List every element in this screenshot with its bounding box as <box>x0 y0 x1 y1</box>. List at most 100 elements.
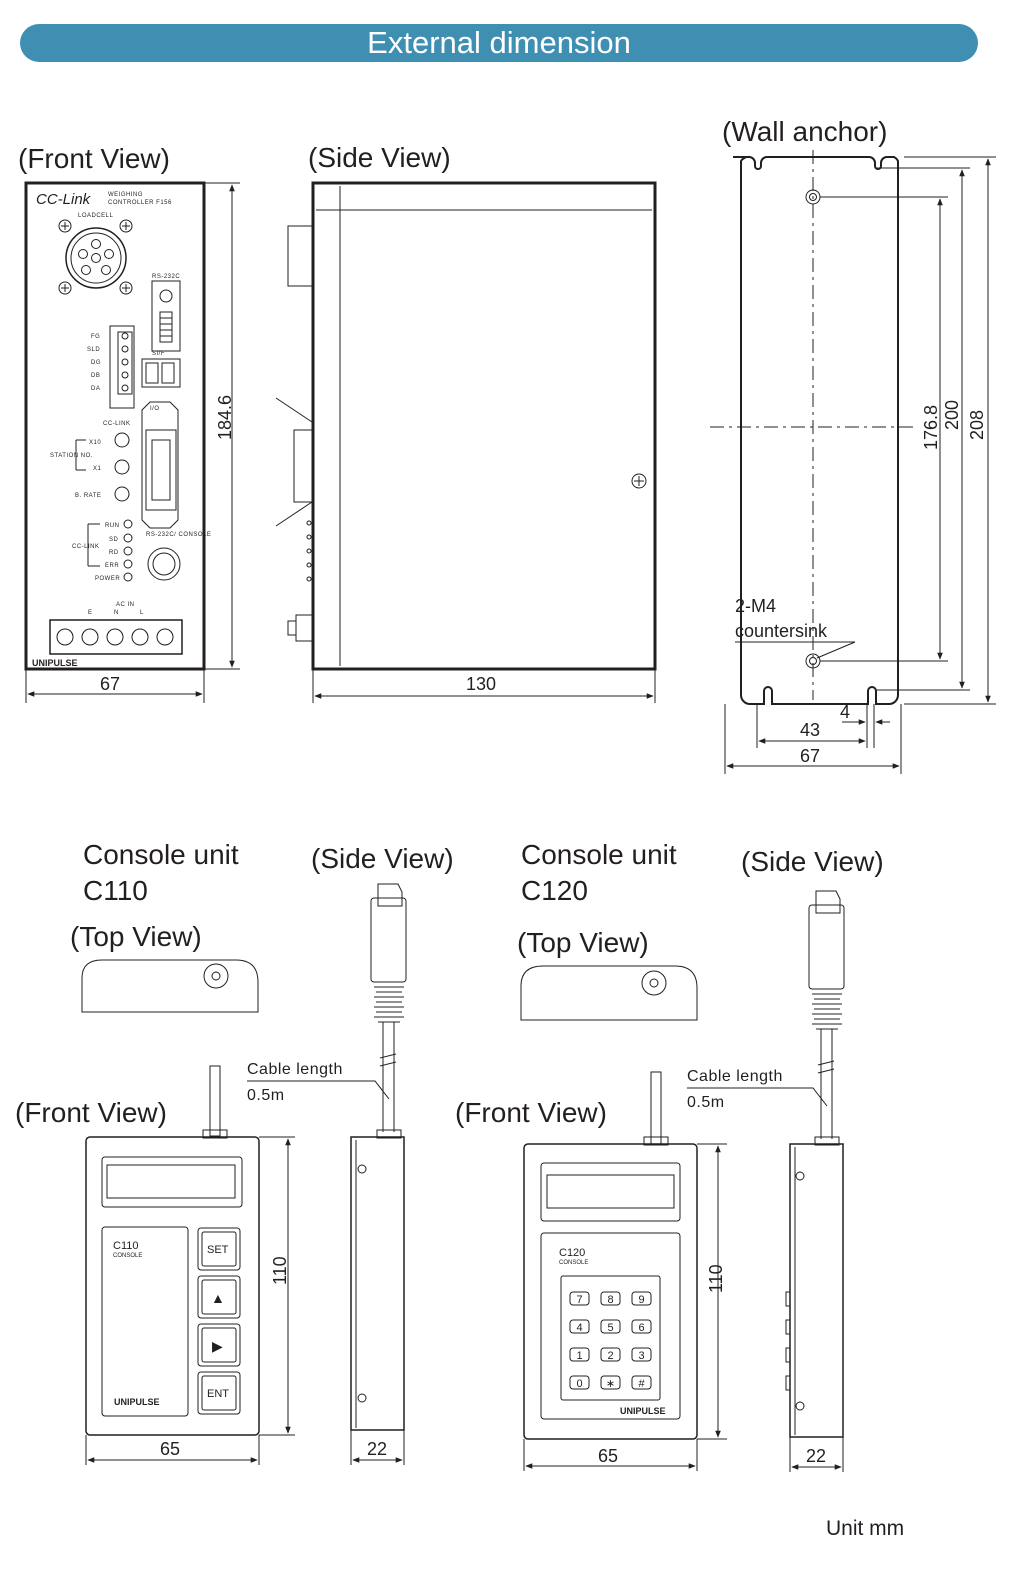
page-title: External dimension <box>367 25 631 60</box>
screw-note-1: 2-M4 <box>735 596 776 616</box>
c120-key-label: ∗ <box>606 1378 615 1390</box>
c110-dim-depth: 22 <box>367 1439 387 1459</box>
ac-in-label: AC IN <box>116 602 135 608</box>
c110-dim-height: 110 <box>270 1256 290 1285</box>
c110-brand: UNIPULSE <box>114 1397 160 1407</box>
c120-side-view <box>785 890 845 1438</box>
c120-key-label: 4 <box>576 1322 582 1334</box>
c120-key-label: # <box>638 1378 645 1390</box>
power-terminal-label: N <box>114 610 119 616</box>
c110-up-key[interactable]: ▲ <box>197 1275 241 1319</box>
led-label: RD <box>109 550 119 556</box>
c120-key[interactable]: 3 <box>631 1347 652 1362</box>
c120-key[interactable]: ∗ <box>600 1375 621 1390</box>
c110-cable-label: Cable length <box>247 1061 343 1078</box>
power-terminal-label: L <box>140 610 144 616</box>
cc-link-logo: CC-Link <box>36 191 92 208</box>
c120-side-view-label: (Side View) <box>741 846 884 877</box>
terminal-label: DB <box>91 373 100 379</box>
c110-title-line-2: C110 <box>83 875 148 906</box>
c110-side-view-label: (Side View) <box>311 843 454 874</box>
dim-anchor-slot-width: 4 <box>840 702 850 722</box>
front-view-label: (Front View) <box>18 143 170 174</box>
c120-key[interactable]: 9 <box>631 1291 652 1306</box>
c120-key-label: 2 <box>607 1350 613 1362</box>
c110-right-key[interactable]: ▶ <box>197 1323 241 1367</box>
dim-front-width: 67 <box>100 674 120 694</box>
c110-right-key-label: ▶ <box>212 1338 223 1354</box>
c110-side-view <box>350 883 407 1431</box>
c110-set-key[interactable]: SET <box>197 1227 241 1271</box>
c120-key-label: 0 <box>576 1378 582 1390</box>
dim-anchor-slot-spacing: 43 <box>800 720 820 740</box>
c120-key-label: 3 <box>638 1350 644 1362</box>
power-terminal-label: E <box>88 610 93 616</box>
c120-title-line-1: Console unit <box>521 839 677 870</box>
controller-side-view <box>275 181 657 671</box>
cc-link-label: CC-LINK <box>103 421 131 427</box>
sif-label: SI/F <box>152 351 165 357</box>
side-view-label: (Side View) <box>308 142 451 173</box>
led-label: RUN <box>105 523 120 529</box>
dim-anchor-slot-pitch: 200 <box>942 400 962 430</box>
c110-title-line-1: Console unit <box>83 839 239 870</box>
c120-key[interactable]: 2 <box>600 1347 621 1362</box>
terminal-label: DG <box>91 360 101 366</box>
dim-anchor-hole-pitch: 176.8 <box>921 405 941 450</box>
b-rate-label: B. RATE <box>75 493 101 499</box>
model-line-1: WEIGHING <box>108 192 143 198</box>
c110-top-view <box>81 959 259 1013</box>
c120-key[interactable]: 0 <box>569 1375 590 1390</box>
c120-key[interactable]: 8 <box>600 1291 621 1306</box>
brand-logo: UNIPULSE <box>32 658 78 668</box>
led-group-label: CC-LINK <box>72 544 100 550</box>
c120-key[interactable]: 7 <box>569 1291 590 1306</box>
c110-front-view-label: (Front View) <box>15 1097 167 1128</box>
c110-top-view-label: (Top View) <box>70 921 202 952</box>
wall-anchor-label: (Wall anchor) <box>722 116 887 147</box>
c120-front-view-label: (Front View) <box>455 1097 607 1128</box>
rs232c-label: RS-232C <box>152 274 180 280</box>
c120-brand: UNIPULSE <box>620 1406 666 1416</box>
c110-up-key-label: ▲ <box>211 1290 225 1306</box>
dim-front-height: 184.6 <box>215 395 235 440</box>
io-label: I/O <box>150 406 160 412</box>
c120-top-view-label: (Top View) <box>517 927 649 958</box>
c110-console: CONSOLE <box>113 1253 142 1259</box>
c120-front-view: C120 CONSOLE UNIPULSE <box>523 1071 698 1440</box>
power-terminal-block <box>49 619 183 655</box>
c120-key[interactable]: # <box>631 1375 652 1390</box>
c110-set-key-label: SET <box>207 1244 229 1256</box>
c120-keypad: 7 8 9 4 5 6 1 2 3 0 ∗ # <box>569 1291 652 1390</box>
x1-label: X1 <box>93 466 102 472</box>
c110-model: C110 <box>113 1240 138 1252</box>
c120-key-label: 6 <box>638 1322 644 1334</box>
c110-front-view: C110 CONSOLE UNIPULSE <box>85 1065 260 1436</box>
c120-key-label: 7 <box>576 1294 582 1306</box>
rs232c-console-label: RS-232C/ CONSOLE <box>146 532 211 538</box>
wall-anchor-plate <box>710 150 918 705</box>
unit-note: Unit mm <box>826 1517 905 1540</box>
c120-dim-width: 65 <box>598 1446 618 1466</box>
c110-ent-key-label: ENT <box>207 1388 229 1400</box>
terminal-label: FG <box>91 334 100 340</box>
dim-side-depth: 130 <box>466 674 496 694</box>
x10-label: X10 <box>89 440 101 446</box>
led-label: ERR <box>105 563 119 569</box>
loadcell-connector <box>65 227 127 289</box>
led-label: SD <box>109 537 119 543</box>
screw-note-2: countersink <box>735 621 828 641</box>
c120-key-label: 8 <box>607 1294 613 1306</box>
model-line-2: CONTROLLER F156 <box>108 200 172 206</box>
c120-key[interactable]: 5 <box>600 1319 621 1334</box>
terminal-label: DA <box>91 386 100 392</box>
title-banner: External dimension <box>20 24 978 62</box>
c120-cable-value: 0.5m <box>687 1094 725 1111</box>
c120-key[interactable]: 1 <box>569 1347 590 1362</box>
c120-key[interactable]: 6 <box>631 1319 652 1334</box>
c120-key[interactable]: 4 <box>569 1319 590 1334</box>
c120-dim-depth: 22 <box>806 1446 826 1466</box>
c110-ent-key[interactable]: ENT <box>197 1371 241 1415</box>
c110-cable-value: 0.5m <box>247 1087 285 1104</box>
